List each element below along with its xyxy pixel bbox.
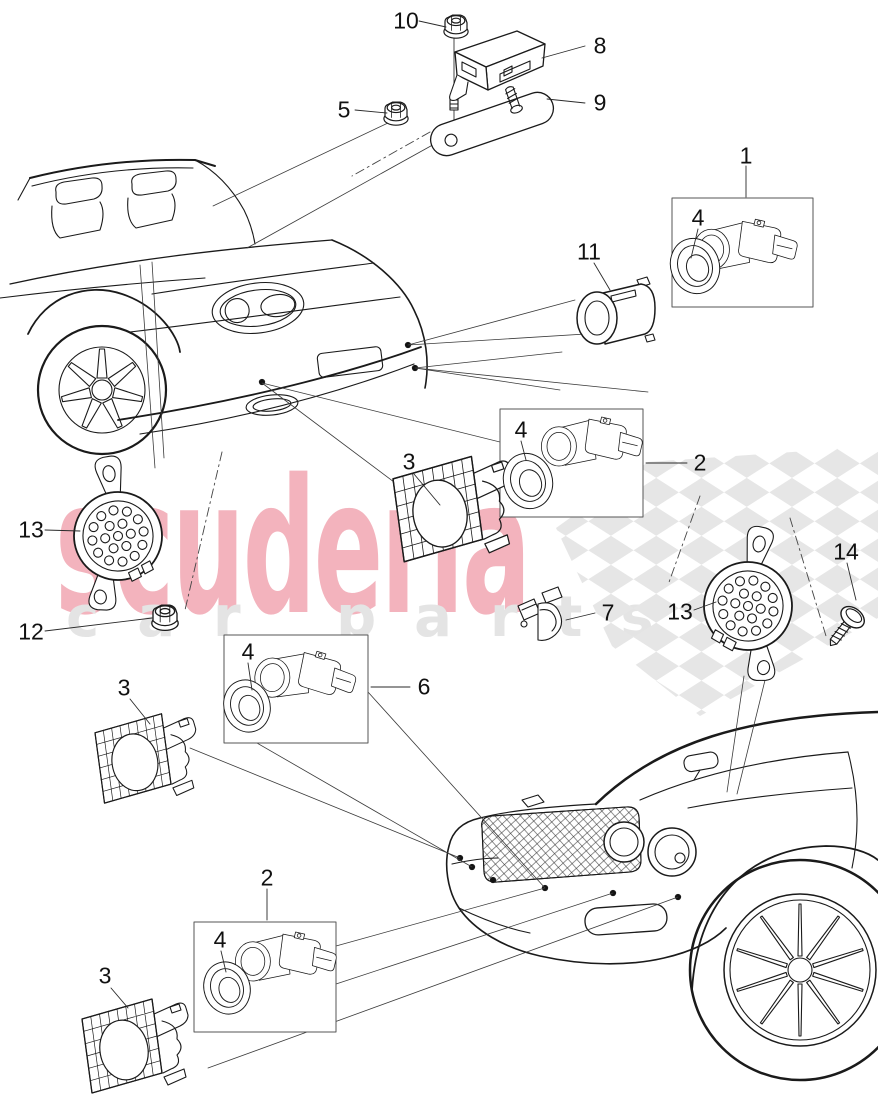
rear-car-drawing — [0, 158, 428, 456]
relation-lines — [139, 121, 769, 1069]
part-3-grille-bottom — [81, 998, 189, 1094]
part-12-nut — [151, 604, 179, 632]
part-8-control-module — [449, 30, 546, 127]
front-car-drawing — [445, 710, 878, 1082]
part-3-grille-left — [94, 713, 197, 804]
part-7-clip — [517, 586, 563, 641]
part-11-holder — [576, 276, 656, 345]
part-10-nut — [443, 14, 469, 39]
leader-lines — [44, 20, 857, 1009]
construction-dash-lines — [184, 131, 827, 637]
part-5-nut — [383, 101, 409, 126]
part-14-screw — [829, 605, 865, 647]
part-9-bracket — [429, 86, 555, 157]
